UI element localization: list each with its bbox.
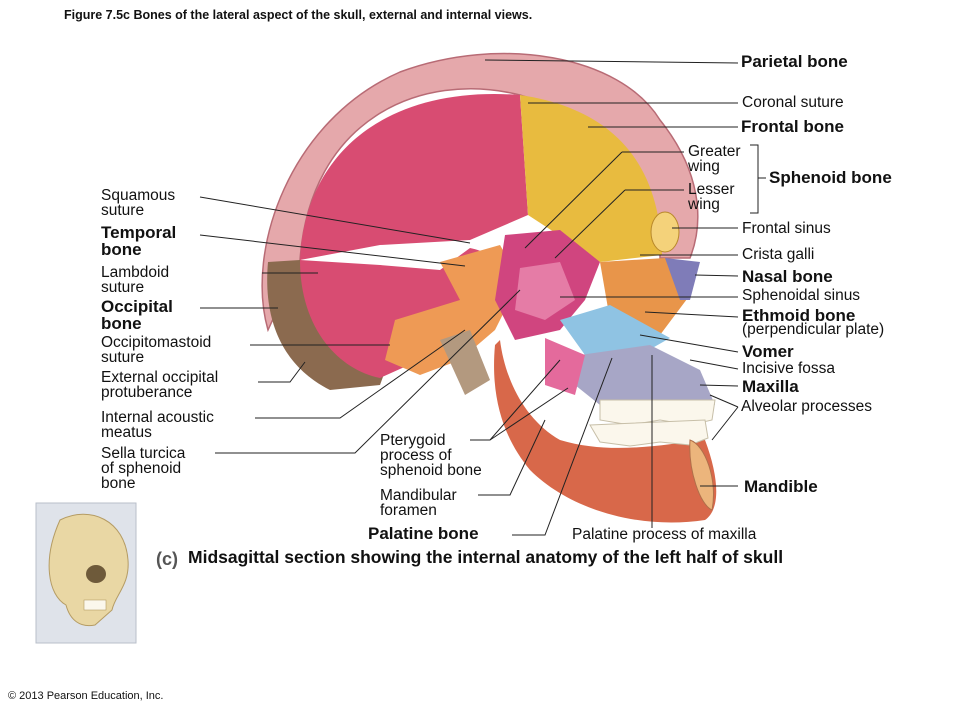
label-mandible: Mandible <box>744 477 818 496</box>
leader-sella <box>215 289 521 454</box>
sphenoid-sella <box>515 262 575 320</box>
leader-mandibular-foramen <box>478 419 546 496</box>
mandible-region <box>494 340 717 523</box>
label-vomer: Vomer <box>742 342 794 361</box>
label-sphenoid-bone: Sphenoid bone <box>769 168 892 187</box>
skull-inset-thumbnail <box>35 502 137 644</box>
panel-letter: (c) <box>156 549 178 569</box>
lower-teeth <box>589 419 709 447</box>
label-greater-wing: Greater wing <box>688 143 741 175</box>
label-pterygoid-process: Pterygoid process of sphenoid bone <box>380 432 482 479</box>
label-sphenoidal-sinus: Sphenoidal sinus <box>742 287 861 304</box>
leader-parietal <box>484 59 739 64</box>
label-alveolar-processes: Alveolar processes <box>741 398 872 415</box>
frontal-region <box>520 95 662 262</box>
figure-caption: Figure 7.5c Bones of the lateral aspect … <box>64 8 533 22</box>
label-maxilla: Maxilla <box>742 377 799 396</box>
leader-maxilla <box>699 384 739 387</box>
label-sella-turcica: Sella turcica of sphenoid bone <box>101 445 186 492</box>
label-temporal-bone: Temporal bone <box>101 223 177 259</box>
leader-alveolar-upper <box>709 394 739 408</box>
leader-greater-wing <box>524 151 623 249</box>
leader-squamous <box>199 196 471 244</box>
label-palatine-bone: Palatine bone <box>368 524 479 543</box>
leader-incisive <box>689 359 739 370</box>
frontal-sinus-shape <box>650 211 680 253</box>
label-frontal-bone: Frontal bone <box>741 117 844 136</box>
leader-palatine-bone <box>512 357 613 536</box>
label-crista-galli: Crista galli <box>742 246 815 263</box>
label-incisive-fossa: Incisive fossa <box>742 360 836 377</box>
figure-subtitle: Midsagittal section showing the internal… <box>188 547 784 567</box>
label-coronal-suture: Coronal suture <box>742 94 844 111</box>
leader-temporal <box>199 234 466 267</box>
label-occipital-bone: Occipital bone <box>101 297 173 333</box>
label-occipitomastoid-suture: Occipitomastoid suture <box>101 334 212 366</box>
leader-ext-occipital <box>258 361 306 383</box>
label-palatine-process: Palatine process of maxilla <box>572 526 757 543</box>
copyright-notice: © 2013 Pearson Education, Inc. <box>8 690 164 702</box>
nasal-region <box>665 258 700 300</box>
leader-lesser-wing <box>554 189 626 259</box>
mastoid-region <box>440 330 490 395</box>
label-mandibular-foramen: Mandibular foramen <box>380 487 457 519</box>
label-external-occipital-protuberance: External occipital protuberance <box>101 369 219 401</box>
mandible-cut <box>689 439 714 511</box>
label-ethmoid-bone: Ethmoid bone <box>742 306 856 325</box>
leader-nasal <box>694 274 739 277</box>
vomer-region <box>560 305 670 355</box>
parietal-region <box>300 93 528 260</box>
label-frontal-sinus: Frontal sinus <box>742 220 831 237</box>
leader-ethmoid <box>644 311 739 318</box>
label-ethmoid-plate: (perpendicular plate) <box>742 321 885 338</box>
leader-alveolar-lower <box>711 406 739 441</box>
label-squamous-suture: Squamous suture <box>101 187 176 219</box>
leader-pterygoid-2 <box>489 387 569 441</box>
maxilla-region <box>575 345 715 405</box>
label-lambdoid-suture: Lambdoid suture <box>101 264 170 296</box>
label-parietal-bone: Parietal bone <box>741 52 848 71</box>
palatine-region <box>545 338 585 395</box>
label-internal-acoustic-meatus: Internal acoustic meatus <box>101 409 214 441</box>
leader-vomer <box>639 334 739 353</box>
leader-internal-acoustic <box>255 329 466 419</box>
label-lesser-wing: Lesser wing <box>688 181 735 213</box>
temporal-region <box>385 245 520 375</box>
label-nasal-bone: Nasal bone <box>742 267 833 286</box>
bracket-sphenoid <box>750 144 759 214</box>
